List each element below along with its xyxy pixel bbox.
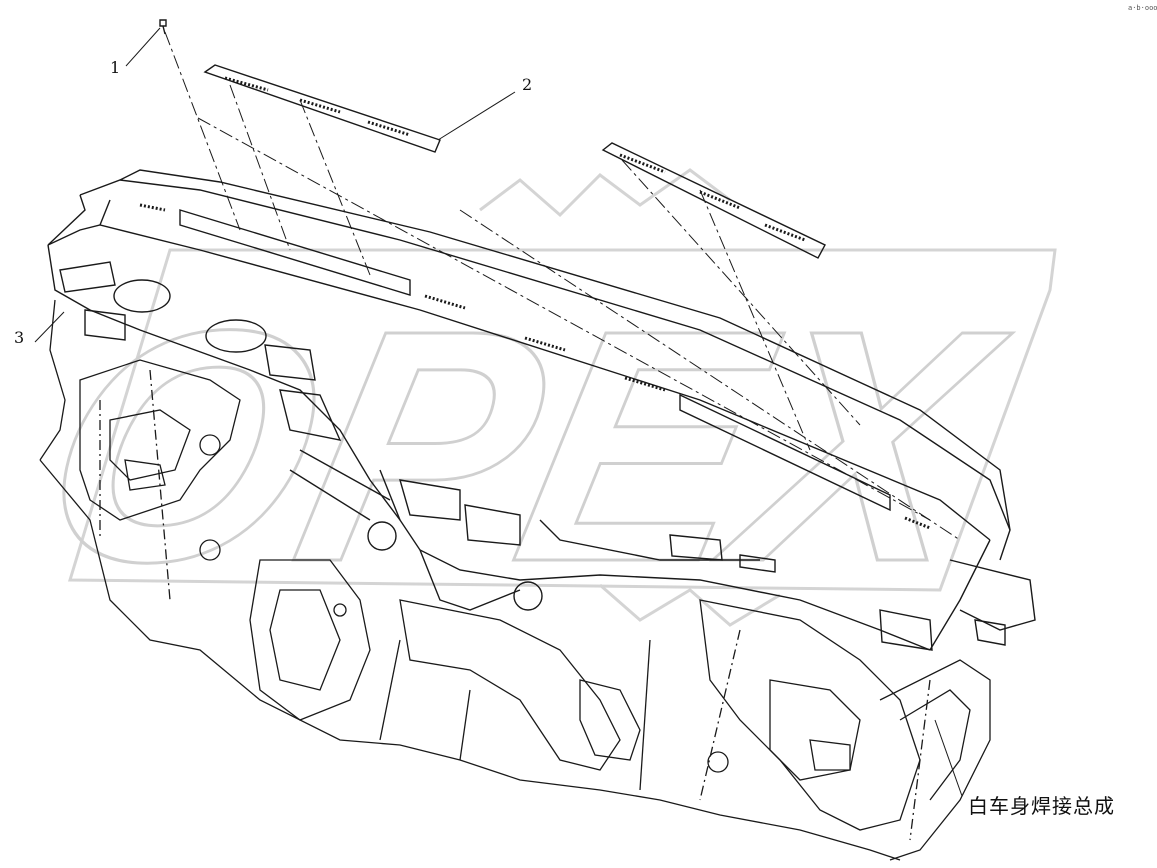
leader-body	[934, 719, 963, 797]
leader-2	[437, 91, 516, 141]
leader-3	[34, 311, 65, 343]
leader-1	[125, 27, 161, 67]
callout-body-assembly: 白车身焊接总成	[968, 794, 1115, 818]
callout-part-1: 1	[110, 58, 121, 77]
panel-vents	[139, 203, 931, 530]
callout-part-3: 3	[14, 328, 25, 347]
leader-lines	[34, 27, 963, 797]
defroster-grille-left	[203, 64, 441, 153]
instrument-panel-assembly	[47, 169, 1036, 651]
defroster-grille-right	[601, 142, 826, 259]
callout-part-2: 2	[522, 75, 533, 94]
assembly-lines	[164, 31, 961, 541]
watermark	[67, 168, 1057, 627]
corner-code: a·b·ooo	[1128, 4, 1157, 12]
screw	[159, 19, 167, 35]
body-in-white-floor	[39, 299, 991, 861]
